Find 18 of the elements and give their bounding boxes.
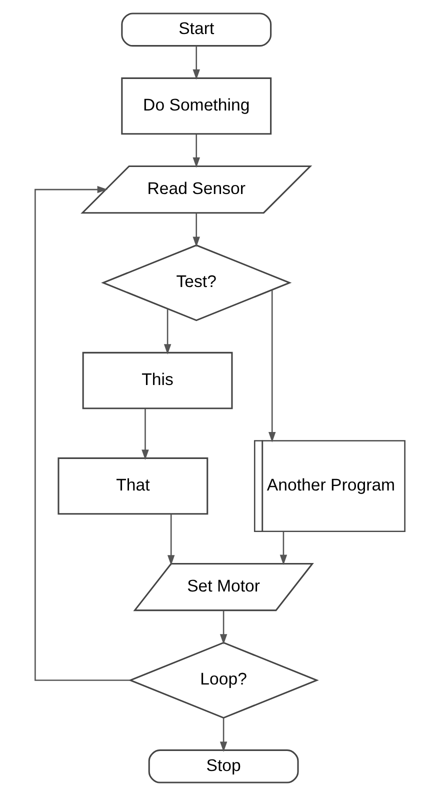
arrow: [192, 213, 200, 248]
arrow: [34, 186, 130, 681]
node-box: Do Something: [121, 77, 272, 135]
node-box: Start: [121, 12, 272, 47]
node-box: This: [82, 352, 233, 410]
arrow: [280, 532, 288, 566]
arrow: [192, 46, 200, 80]
arrow: [142, 408, 149, 460]
arrow: [167, 514, 175, 566]
arrow: [268, 290, 276, 442]
arrow: [220, 610, 228, 645]
arrow: [164, 308, 172, 354]
node-diamond: Test?: [101, 244, 292, 322]
node-diamond: Loop?: [128, 642, 319, 719]
node-box: That: [58, 457, 208, 515]
node-box: Stop: [148, 749, 299, 784]
arrow: [192, 134, 200, 168]
arrow: [220, 718, 228, 752]
